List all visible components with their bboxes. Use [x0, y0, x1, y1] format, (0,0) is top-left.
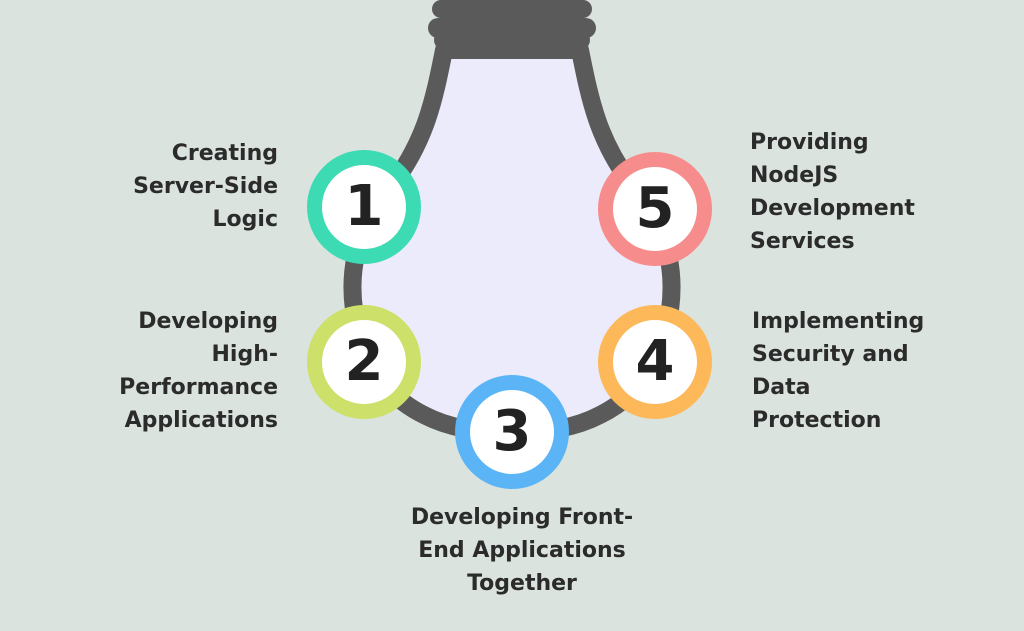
step-2-line-3: Performance — [119, 375, 278, 400]
step-3-line-2: End Applications — [418, 538, 626, 563]
step-5-line-4: Services — [750, 229, 855, 254]
step-5-number: 5 — [635, 176, 675, 241]
step-1-badge: 1 — [307, 150, 421, 264]
step-4-line-1: Implementing — [752, 309, 925, 334]
step-2-line-4: Applications — [124, 408, 278, 433]
step-4-label: Implementing Security and Data Protectio… — [752, 305, 924, 437]
step-1-label: Creating Server-Side Logic — [133, 137, 278, 236]
step-5-label: Providing NodeJS Development Services — [750, 126, 915, 258]
step-1-line-3: Logic — [212, 207, 278, 232]
step-4-line-3: Data — [752, 375, 811, 400]
step-2-label: Developing High- Performance Application… — [119, 305, 278, 437]
step-3-line-3: Together — [467, 571, 577, 596]
step-5-line-1: Providing — [750, 130, 869, 155]
step-2-line-1: Developing — [138, 309, 278, 334]
step-3-label: Developing Front- End Applications Toget… — [392, 501, 652, 600]
step-3-line-1: Developing Front- — [410, 505, 634, 530]
bulb-neck — [440, 40, 584, 56]
step-4-number: 4 — [635, 329, 675, 394]
step-2-badge: 2 — [307, 305, 421, 419]
step-3-badge: 3 — [455, 375, 569, 489]
step-1-number: 1 — [344, 174, 384, 239]
step-4-line-2: Security and — [752, 342, 909, 367]
step-4-badge: 4 — [598, 305, 712, 419]
step-5-line-3: Development — [750, 196, 915, 221]
step-3-number: 3 — [492, 399, 532, 464]
step-5-badge: 5 — [598, 152, 712, 266]
step-4-line-4: Protection — [752, 408, 882, 433]
step-2-number: 2 — [344, 329, 384, 394]
step-5-line-2: NodeJS — [750, 163, 839, 188]
step-1-line-1: Creating — [171, 141, 278, 166]
step-1-line-2: Server-Side — [133, 174, 278, 199]
step-2-line-2: High- — [211, 342, 279, 367]
